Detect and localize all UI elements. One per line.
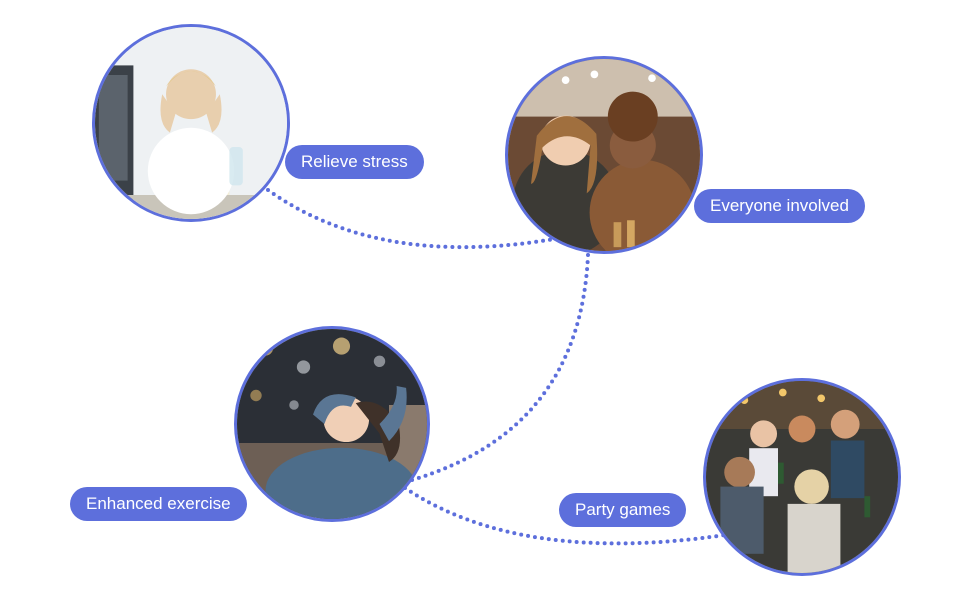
connector-involved-to-exercise [410, 253, 590, 482]
label-everyone-involved: Everyone involved [694, 189, 865, 223]
friends-laughing-image [508, 59, 700, 251]
label-relieve-stress: Relieve stress [285, 145, 424, 179]
photo-stressed-woman [92, 24, 290, 222]
label-enhanced-exercise: Enhanced exercise [70, 487, 247, 521]
party-friends-image [706, 381, 898, 573]
woman-relaxing-image [237, 329, 427, 519]
stressed-woman-image [95, 27, 287, 219]
photo-friends-laughing [505, 56, 703, 254]
connector-stress-to-involved [266, 188, 562, 250]
photo-party-friends [703, 378, 901, 576]
photo-woman-relaxing [234, 326, 430, 522]
label-party-games: Party games [559, 493, 687, 527]
connector-exercise-to-party [403, 486, 727, 546]
